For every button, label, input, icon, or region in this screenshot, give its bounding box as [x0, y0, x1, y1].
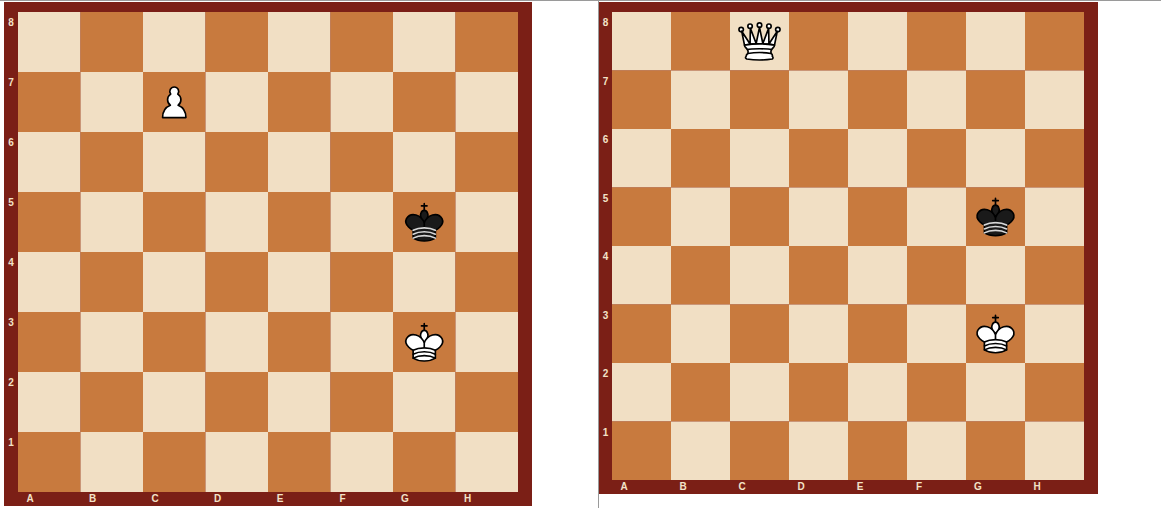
rank-label: 8: [8, 18, 14, 28]
black-king: [977, 198, 1014, 235]
file-label: F: [339, 494, 345, 504]
white-king: [977, 315, 1014, 352]
rank-label: 2: [8, 378, 14, 388]
white-pawn: [163, 87, 186, 118]
file-label: B: [89, 494, 96, 504]
rank-label: 1: [603, 428, 609, 438]
file-label: C: [151, 494, 158, 504]
rank-label: 8: [603, 18, 609, 28]
file-label: G: [401, 494, 409, 504]
file-label: D: [797, 482, 804, 492]
file-label: G: [974, 482, 982, 492]
right-board: [599, 2, 1098, 494]
board-squares: [612, 12, 1084, 480]
rank-label: 2: [603, 369, 609, 379]
black-king: [406, 204, 443, 241]
file-label: A: [620, 482, 627, 492]
board-squares: [18, 12, 518, 492]
rank-label: 4: [603, 252, 609, 262]
file-label: F: [916, 482, 922, 492]
rank-label: 3: [603, 311, 609, 321]
rank-label: 1: [8, 438, 14, 448]
file-label: C: [738, 482, 745, 492]
white-queen: [739, 23, 780, 60]
rank-label: 6: [8, 138, 14, 148]
rank-label: 7: [8, 78, 14, 88]
panel-rule: [0, 0, 1161, 1]
board-frame: [599, 2, 1098, 494]
left-board: [4, 2, 532, 506]
rank-label: 5: [603, 194, 609, 204]
rank-label: 5: [8, 198, 14, 208]
file-label: B: [679, 482, 686, 492]
file-label: E: [857, 482, 864, 492]
file-label: E: [277, 494, 284, 504]
rank-label: 7: [603, 77, 609, 87]
file-label: A: [26, 494, 33, 504]
rank-label: 3: [8, 318, 14, 328]
rank-label: 4: [8, 258, 14, 268]
board-frame: [4, 2, 532, 506]
file-label: H: [464, 494, 471, 504]
white-king: [406, 324, 443, 361]
file-label: D: [214, 494, 221, 504]
file-label: H: [1033, 482, 1040, 492]
panel-rule: [598, 0, 599, 508]
rank-label: 6: [603, 135, 609, 145]
